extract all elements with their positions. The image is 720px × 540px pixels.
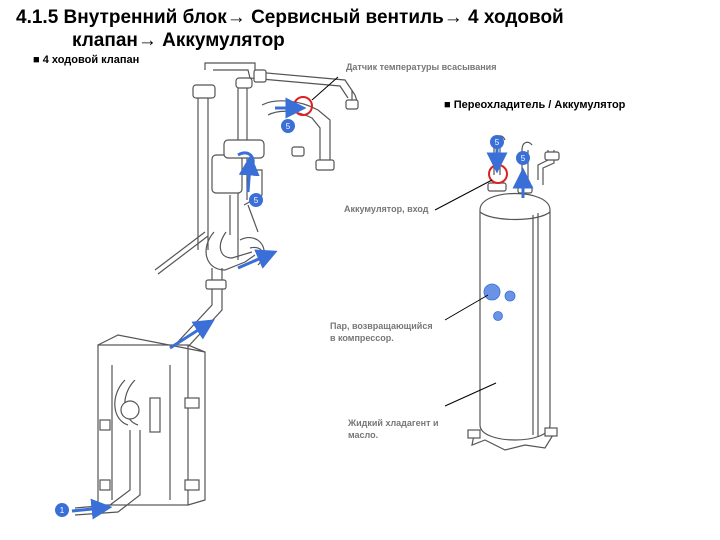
- title-line-1: 4.1.5 Внутренний блок→ Сервисный вентиль…: [16, 7, 564, 28]
- title-line-2: клапан→ Аккумулятор: [72, 30, 285, 51]
- suction-sensor-leader: [311, 76, 339, 101]
- label-suction-sensor: Датчик температуры всасывания: [346, 62, 497, 72]
- svg-text:1: 1: [60, 506, 65, 515]
- flow-marker-1-bottom: 1: [55, 503, 69, 517]
- svg-text:5: 5: [495, 138, 500, 147]
- flow-marker-5-top: 5: [281, 119, 295, 133]
- four-way-valve-piping: [74, 62, 359, 516]
- flow-arrows-right: [486, 148, 534, 198]
- flow-marker-5-accum-in: 5: [490, 135, 504, 149]
- flow-marker-5-accum-out: 5: [516, 151, 530, 165]
- section-four-way-valve: ■ 4 ходовой клапан: [33, 54, 140, 66]
- svg-text:5: 5: [254, 196, 259, 205]
- svg-text:5: 5: [521, 154, 526, 163]
- vapor-bubbles: [483, 283, 516, 321]
- svg-text:5: 5: [286, 122, 291, 131]
- flow-arrows-left: [71, 97, 307, 520]
- page-title: 4.1.5 Внутренний блок→ Сервисный вентиль…: [16, 6, 656, 52]
- section-subcooler-accumulator: ■ Переохладитель / Аккумулятор: [444, 99, 626, 111]
- flow-marker-5-valve: 5: [249, 193, 263, 207]
- label-leaders-right: [434, 179, 497, 407]
- label-accumulator-inlet: Аккумулятор, вход: [344, 204, 429, 214]
